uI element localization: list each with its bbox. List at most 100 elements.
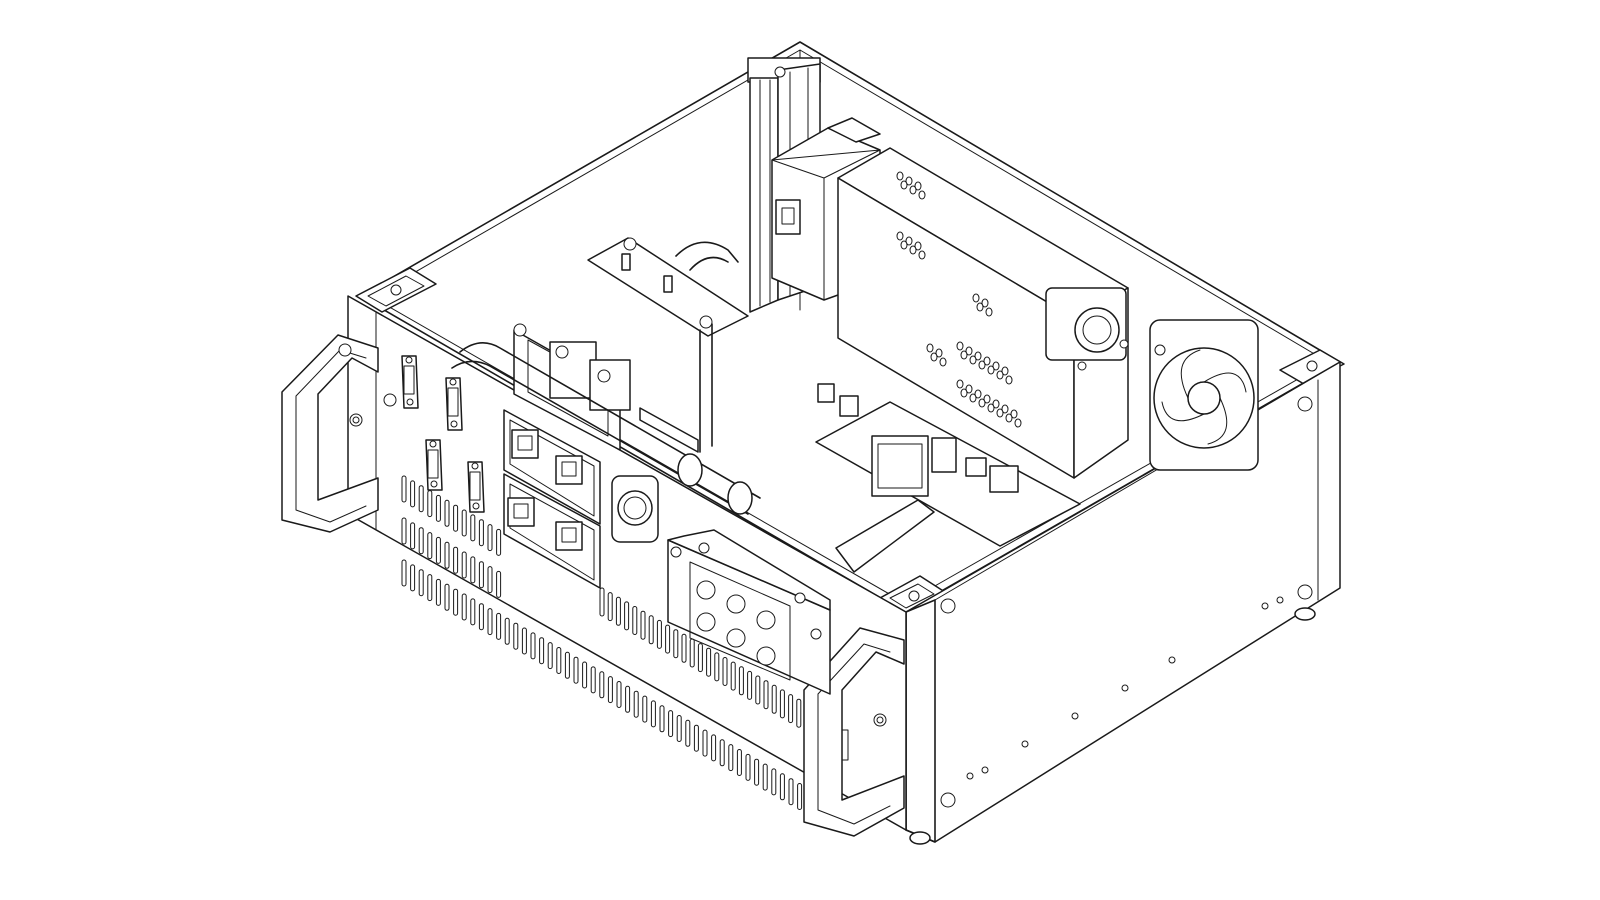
vent-slot xyxy=(706,647,712,677)
vent-slot xyxy=(564,651,570,679)
vent-slot xyxy=(771,768,777,796)
circular-connector xyxy=(611,475,659,543)
vent-slot xyxy=(478,519,484,547)
vent-slot xyxy=(633,690,639,718)
psu-vent-hole xyxy=(965,384,973,394)
vent-slot xyxy=(401,475,407,503)
vent-slot xyxy=(640,610,646,640)
vent-slot xyxy=(547,642,553,670)
psu-vent-hole xyxy=(969,355,977,365)
vent-slot xyxy=(702,729,708,757)
dsub-connector-4 xyxy=(467,461,485,513)
vent-slot xyxy=(685,719,691,747)
psu-vent-hole xyxy=(1005,413,1013,423)
vent-slot xyxy=(410,480,416,508)
vent-slot xyxy=(719,739,725,767)
vent-slot xyxy=(435,578,441,606)
vent-slot xyxy=(616,681,622,708)
psu-vent-hole xyxy=(974,389,982,399)
psu-vent-hole xyxy=(1001,404,1009,414)
psu-vent-hole xyxy=(960,350,968,360)
vent-slot xyxy=(582,661,588,689)
psu-vent-hole xyxy=(909,185,917,195)
vent-slot xyxy=(435,494,441,522)
vent-slot xyxy=(779,773,785,801)
psu-vent-hole xyxy=(905,236,913,246)
cable-gland-plate xyxy=(667,529,831,695)
vent-slot xyxy=(796,698,802,728)
card-cage xyxy=(513,237,749,453)
psu-vent-hole xyxy=(896,231,904,241)
psu-vent-hole xyxy=(983,356,991,366)
vent-slot xyxy=(410,564,416,592)
rj45-port-plate-top xyxy=(503,409,601,525)
psu-vent-hole xyxy=(960,388,968,398)
vent-slot xyxy=(632,606,638,635)
vent-slot xyxy=(648,615,654,645)
vent-slot xyxy=(642,695,648,723)
vent-slot xyxy=(478,561,484,589)
psu-vent-hole xyxy=(976,302,984,312)
vent-slot xyxy=(427,490,433,518)
vent-slot xyxy=(722,657,728,686)
psu-vent-hole xyxy=(939,357,947,367)
vent-slot xyxy=(771,684,777,714)
vent-slot xyxy=(521,627,527,655)
psu-vent-hole xyxy=(909,245,917,255)
internal-tubing xyxy=(451,241,761,515)
psu-vent-hole xyxy=(987,365,995,375)
vent-slot xyxy=(453,504,459,532)
vent-slot xyxy=(714,652,720,682)
psu-vent-hole xyxy=(987,403,995,413)
vent-slot xyxy=(470,514,476,542)
psu-vent-hole xyxy=(965,346,973,356)
vent-slot xyxy=(736,749,742,776)
vent-slot xyxy=(427,574,433,602)
psu-vent-hole xyxy=(930,352,938,362)
vent-slot xyxy=(762,763,768,791)
vent-slot xyxy=(418,569,424,597)
vent-slot xyxy=(650,700,656,728)
vent-slot xyxy=(418,485,424,513)
vent-slot xyxy=(779,689,785,719)
handle-left xyxy=(281,334,379,533)
psu-vent-hole xyxy=(1001,366,1009,376)
psu-vent-hole xyxy=(914,241,922,251)
vent-slot xyxy=(665,624,671,654)
vent-slot xyxy=(745,753,751,781)
vent-slot xyxy=(487,524,493,552)
vent-slot xyxy=(444,541,450,569)
vent-slot xyxy=(496,528,502,556)
psu-vent-hole xyxy=(935,348,943,358)
psu-vent-hole xyxy=(978,360,986,370)
psu-vent-hole xyxy=(996,408,1004,418)
psu-vent-hole xyxy=(918,190,926,200)
vent-slot xyxy=(444,499,450,527)
vent-slot xyxy=(755,675,761,705)
vent-slot xyxy=(444,583,450,611)
vent-slot xyxy=(427,532,433,560)
vent-slot xyxy=(697,643,703,673)
rj45-port-plate-bottom xyxy=(503,473,601,589)
vent-slot xyxy=(513,622,519,650)
vent-slot xyxy=(711,734,717,762)
vent-slot xyxy=(453,588,459,616)
psu-vent-hole xyxy=(969,393,977,403)
vent-slot xyxy=(728,744,734,772)
corner-post-right xyxy=(1279,349,1345,385)
vent-slot xyxy=(681,633,687,663)
psu-vent-hole xyxy=(983,394,991,404)
vent-slot xyxy=(590,666,596,694)
psu-vent-hole xyxy=(914,181,922,191)
vent-slot xyxy=(478,603,484,631)
psu-vent-hole xyxy=(926,343,934,353)
vent-slot xyxy=(607,592,613,622)
vent-slot xyxy=(461,509,467,537)
vent-slot xyxy=(530,632,536,660)
psu-vent-hole xyxy=(985,307,993,317)
vent-slot xyxy=(487,566,493,594)
psu-vent-hole xyxy=(956,341,964,351)
psu-vent-hole xyxy=(992,399,1000,409)
